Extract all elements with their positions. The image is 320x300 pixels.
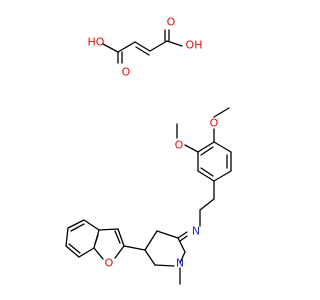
bond xyxy=(102,43,119,53)
bond xyxy=(83,219,100,231)
bond xyxy=(117,228,125,247)
hydroxyl-label: OH xyxy=(186,39,203,52)
bond xyxy=(197,170,215,182)
imine-nitrogen-label: N xyxy=(192,225,200,238)
bond xyxy=(68,243,81,254)
bond xyxy=(70,223,85,232)
bond xyxy=(213,141,232,153)
hydroxyl-label: HO xyxy=(88,36,105,49)
bond xyxy=(114,230,121,244)
bond xyxy=(123,245,146,251)
bond xyxy=(78,247,95,258)
carbonyl-oxygen-label: O xyxy=(167,16,176,29)
fumaric-acid: HO O O OH xyxy=(88,16,203,79)
bond xyxy=(184,144,199,153)
bond xyxy=(67,219,85,229)
bond xyxy=(144,249,156,266)
bond xyxy=(114,245,125,259)
bond xyxy=(199,198,215,211)
bond xyxy=(65,227,69,247)
bond xyxy=(166,40,183,47)
bond xyxy=(154,264,175,267)
bond xyxy=(177,237,186,253)
bond xyxy=(94,234,99,245)
bond xyxy=(134,41,151,52)
ethyl-linker xyxy=(199,180,215,227)
furan-oxygen-label: O xyxy=(105,257,114,270)
bond xyxy=(200,167,214,177)
bond xyxy=(117,41,136,53)
pyrrolidine-ring: N N xyxy=(144,225,200,285)
bond xyxy=(200,146,214,156)
bond xyxy=(213,170,232,182)
bond xyxy=(98,228,119,231)
bond xyxy=(179,251,186,264)
methoxy-oxygen-label: O xyxy=(175,139,184,152)
bond xyxy=(177,231,188,239)
carbonyl-oxygen-label: O xyxy=(122,66,131,79)
bond xyxy=(197,141,215,153)
bond xyxy=(135,46,150,56)
dimethoxyphenyl-group: O O xyxy=(175,107,232,182)
bond xyxy=(213,107,230,118)
bond xyxy=(179,235,188,242)
benzofuran-group: O xyxy=(65,219,146,270)
methoxy-oxygen-label: O xyxy=(210,117,219,130)
bond xyxy=(93,247,104,260)
bond xyxy=(149,40,168,52)
chemical-structure: HO O O OH O O xyxy=(65,16,232,285)
ring-nitrogen-label: N xyxy=(176,257,184,270)
bond xyxy=(65,245,80,258)
bond xyxy=(144,230,158,251)
bond xyxy=(156,230,179,239)
